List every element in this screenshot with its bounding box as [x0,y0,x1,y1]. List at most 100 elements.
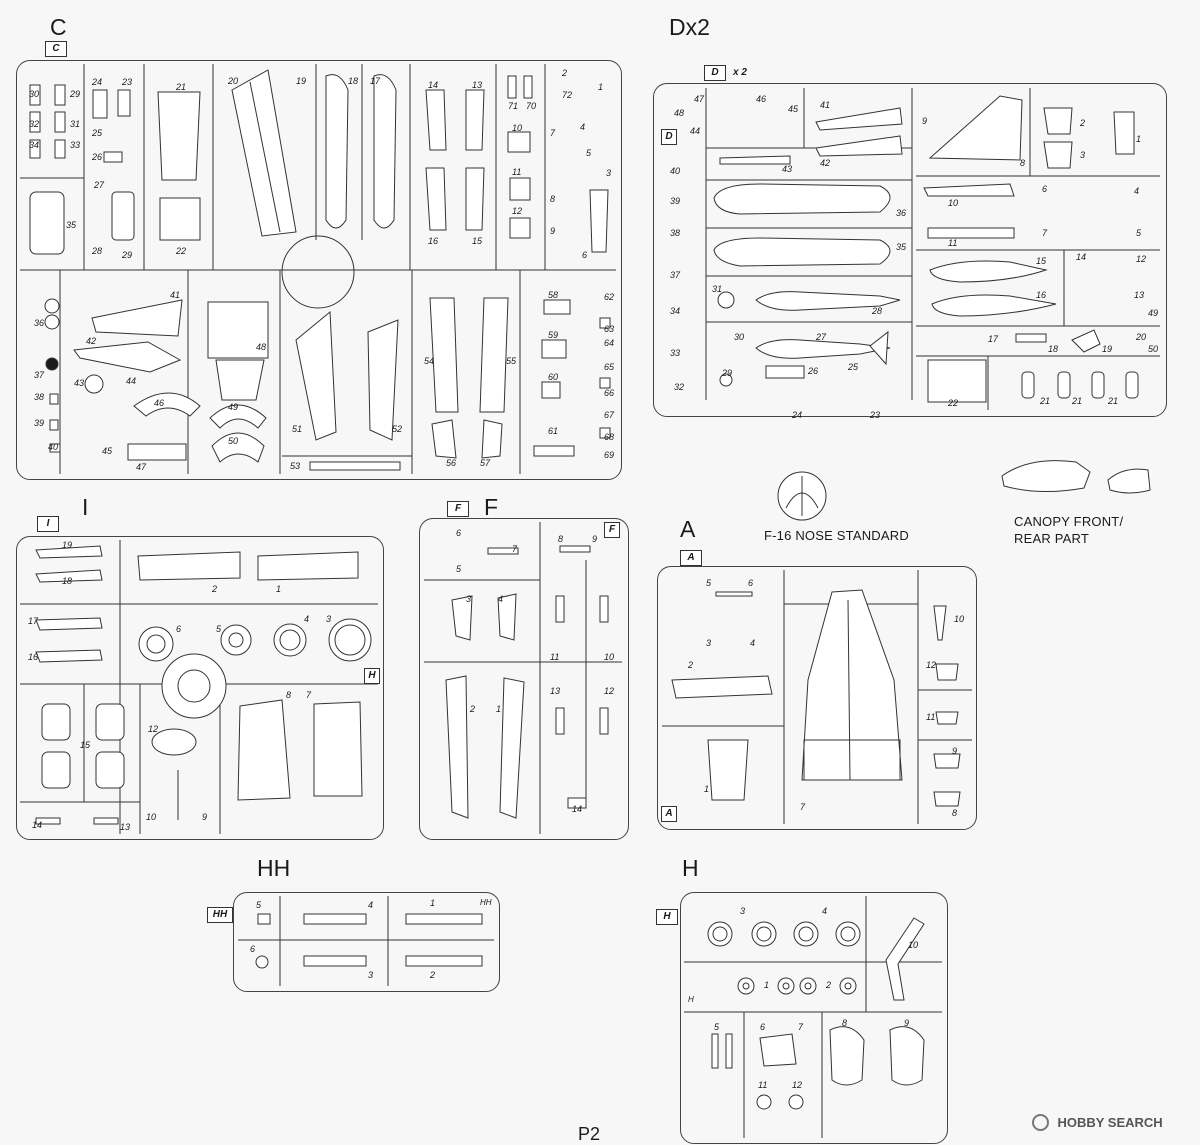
part-label: 48 [256,342,267,352]
part-label: 45 [102,446,113,456]
part-label: 34 [670,306,681,316]
part-label: 19 [296,76,307,86]
part-label: 71 [508,101,519,111]
part-label: 14 [428,80,439,90]
part-label: 22 [948,398,959,408]
part-label: 50 [1148,344,1159,354]
part-label: 21 [1072,396,1083,406]
watermark: HOBBY SEARCH [1032,1114,1163,1132]
part-label: 40 [48,442,59,452]
part-label: 3 [326,614,332,624]
sprue-h-parts [707,917,925,1110]
part-label: 43 [782,164,793,174]
part-label: 9 [904,1018,910,1028]
part-label: 56 [446,458,457,468]
part-label: 26 [808,366,819,376]
part-label: 21 [176,82,187,92]
part-label: 29 [122,250,133,260]
part-label: 47 [136,462,147,472]
part-label: 14 [32,820,43,830]
part-label: 70 [526,101,537,111]
part-label: 10 [948,198,959,208]
part-label: 18 [62,576,73,586]
part-label: 49 [228,402,239,412]
part-label: 11 [926,712,936,722]
part-label: 32 [674,382,685,392]
sprue-i-runners [20,540,378,834]
part-label: 15 [1036,256,1047,266]
part-label: 53 [290,461,301,471]
sprue-c-runners [20,64,616,474]
part-label: 52 [392,424,403,434]
part-label: 62 [604,292,615,302]
part-label: 60 [548,372,559,382]
part-label: 5 [216,624,222,634]
part-label: 40 [670,166,681,176]
part-label: 27 [94,180,105,190]
part-label: 16 [428,236,439,246]
part-label: 5 [714,1022,720,1032]
part-label: 33 [70,140,81,150]
part-label: 39 [670,196,681,206]
part-label: 4 [580,122,586,132]
sprue-i-parts [35,545,372,825]
part-label: 8 [286,690,292,700]
sprue-hh-tag: HH [207,907,233,923]
part-label: 4 [750,638,756,648]
part-label: 1 [1136,134,1142,144]
part-label: 7 [800,802,806,812]
part-label: 44 [690,126,701,136]
part-label: 18 [1048,344,1059,354]
part-label: 6 [748,578,754,588]
part-label: 25 [92,128,103,138]
part-label: 3 [706,638,712,648]
part-label: 7 [1042,228,1048,238]
part-label: 69 [604,450,615,460]
sprue-f-runners [424,522,622,834]
part-label: 6 [1042,184,1048,194]
part-label: 30 [734,332,745,342]
sprue-hh-frame [233,892,500,992]
sprue-a-inner-tag: A [661,806,677,822]
part-label: 66 [604,388,615,398]
sprue-f-tag: F [447,501,469,517]
part-label: 8 [558,534,564,544]
part-label: 31 [70,119,81,129]
part-label: 2 [688,660,694,670]
sprue-d-frame [653,83,1167,417]
part-label: 29 [722,368,733,378]
part-label: 20 [228,76,239,86]
part-label: 20 [1136,332,1147,342]
part-label: 29 [70,89,81,99]
part-label: 1 [430,898,436,908]
part-label: 2 [562,68,568,78]
part-label: 6 [250,944,256,954]
part-label: 58 [548,290,559,300]
sprue-f-frame [419,518,629,840]
sprue-a-runners [662,570,972,824]
sprue-i-frame [16,536,384,840]
sprue-d-runners [705,88,1160,410]
part-label: 63 [604,324,615,334]
part-label: 33 [670,348,681,358]
sprue-d-inner-tag: D [661,129,677,145]
part-label: 1 [496,704,502,714]
sprue-c-parts [29,69,611,471]
part-label: 46 [154,398,165,408]
sprue-c-tag: C [45,41,67,57]
part-label: 3 [1080,150,1086,160]
part-label: 57 [480,458,491,468]
part-label: 13 [1134,290,1145,300]
part-label: 23 [870,410,881,420]
part-label: 8 [842,1018,848,1028]
canopy-caption-line1: CANOPY FRONT/ [1014,514,1124,529]
part-label: 21 [1108,396,1119,406]
part-label: 10 [908,940,919,950]
part-label: 15 [80,740,91,750]
sprue-a-frame [657,566,977,830]
sprue-d-multiplier: x 2 [733,67,747,78]
part-label: 30 [29,89,40,99]
part-label: 43 [74,378,85,388]
part-label: 45 [788,104,799,114]
part-label: 23 [122,77,133,87]
